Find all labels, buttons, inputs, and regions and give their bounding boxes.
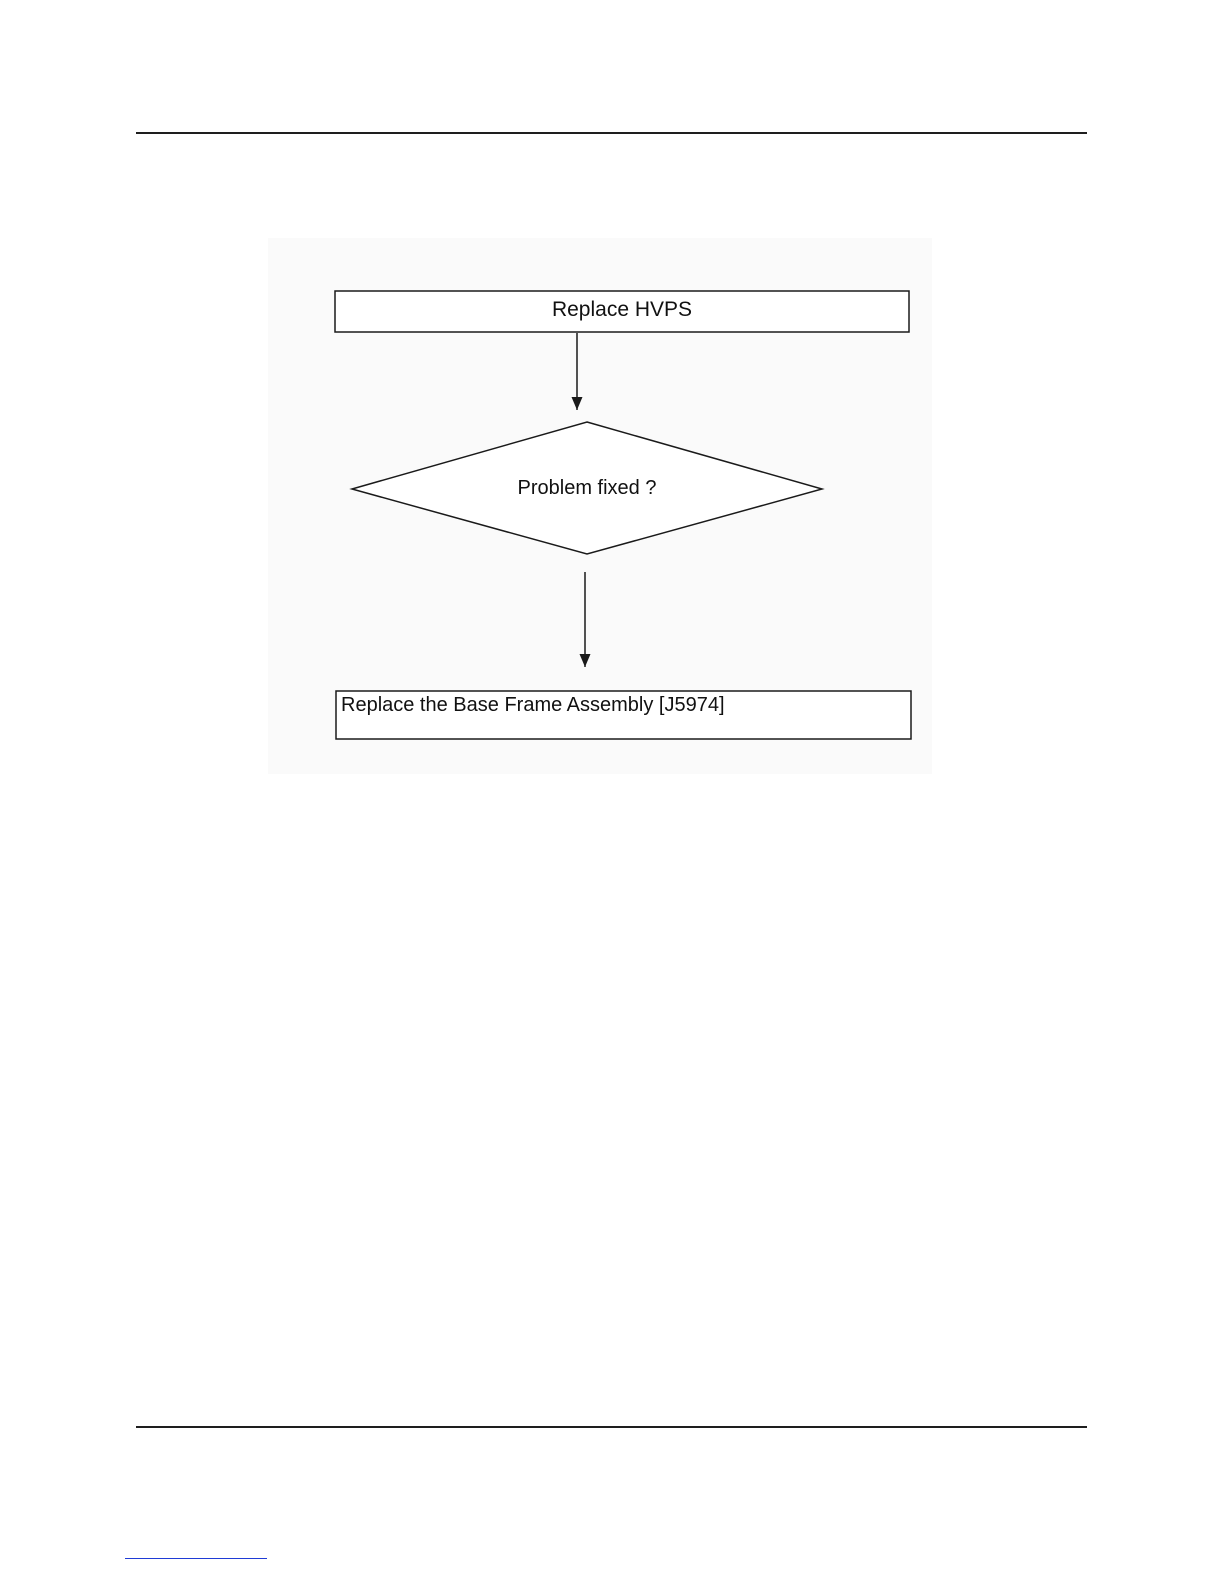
footer-link-underline[interactable] [125, 1558, 267, 1559]
arrowhead-decision-to-step2 [580, 654, 591, 667]
replace-base-frame-label: Replace the Base Frame Assembly [J5974] [341, 694, 725, 717]
footer-rule [136, 1426, 1087, 1428]
arrowhead-step1-to-decision [572, 397, 583, 410]
problem-fixed-label: Problem fixed ? [352, 477, 822, 500]
replace-hvps-label: Replace HVPS [335, 298, 909, 322]
